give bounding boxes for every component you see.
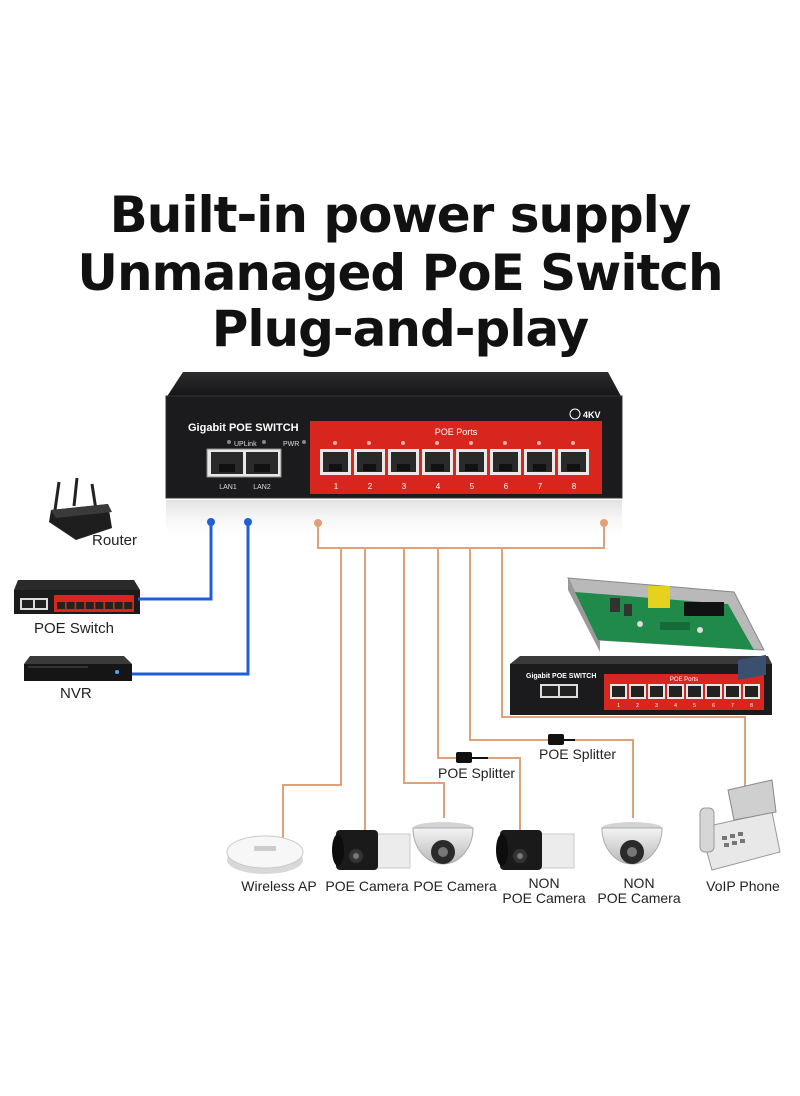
pcb-port-number: 2 <box>636 703 639 709</box>
poe-port-5: 5 <box>456 441 487 491</box>
mini-poe-port <box>76 602 85 609</box>
nvr-icon <box>24 656 132 681</box>
pcb-poe-port: 2 <box>629 684 646 709</box>
mini-poe-port <box>66 602 75 609</box>
poe-port-6: 6 <box>490 441 521 491</box>
pcb-poe-port: 8 <box>743 684 760 709</box>
device-label-poe-camera-2: POE Camera <box>413 878 497 894</box>
lan2-label: LAN2 <box>253 484 271 491</box>
mini-poe-port <box>124 602 133 609</box>
pcb-brand-text: Gigabit POE SWITCH <box>526 673 596 680</box>
switch-brand-text: Gigabit POE SWITCH <box>188 422 299 434</box>
lan1-label: LAN1 <box>219 484 237 491</box>
pcb-poe-port: 7 <box>724 684 741 709</box>
poe-port-number: 6 <box>504 482 509 491</box>
uplink-cables <box>132 520 250 676</box>
pcb-poe-label: POE Ports <box>670 677 698 683</box>
router-label: Router <box>92 532 138 549</box>
lan-port-1 <box>211 452 243 474</box>
access-point-icon <box>226 835 304 874</box>
pcb-poe-port: 5 <box>686 684 703 709</box>
mini-poe-port <box>95 602 104 609</box>
poe-switch-label: POE Switch <box>34 620 115 637</box>
pcb-port-number: 8 <box>750 703 753 709</box>
poe-port-number: 4 <box>436 482 441 491</box>
poe-port-number: 7 <box>538 482 543 491</box>
device-label-wireless-ap: Wireless AP <box>241 878 317 894</box>
poe-port-2: 2 <box>354 441 385 491</box>
poe-port-number: 5 <box>470 482 475 491</box>
pcb-poe-port: 3 <box>648 684 665 709</box>
pcb-port-number: 6 <box>712 703 715 709</box>
poe-port-8: 8 <box>558 441 589 491</box>
headline-line-1: Built-in power supply <box>109 186 692 244</box>
poe-port-3: 3 <box>388 441 419 491</box>
dome-camera-icon <box>601 822 663 865</box>
pcb-poe-port: 1 <box>610 684 627 709</box>
pcb-poe-port: 6 <box>705 684 722 709</box>
surge-rating: 4KV <box>583 410 601 420</box>
mini-poe-port <box>57 602 65 609</box>
poe-ports-label: POE Ports <box>435 427 478 437</box>
mini-poe-port <box>105 602 113 609</box>
pcb-port-number: 3 <box>655 703 658 709</box>
pcb-poe-port: 4 <box>667 684 684 709</box>
poe-port-1: 1 <box>320 441 351 491</box>
splitter-icon <box>548 734 575 745</box>
headline-line-2: Unmanaged PoE Switch <box>77 244 723 302</box>
main-poe-switch: Gigabit POE SWITCH UPLink PWR LAN1 LAN2 … <box>165 372 623 542</box>
router-icon <box>49 477 112 540</box>
poe-port-number: 3 <box>402 482 407 491</box>
voip-phone-icon <box>699 654 781 871</box>
splitter-label-right: POE Splitter <box>539 746 617 762</box>
splitter-label-left: POE Splitter <box>438 765 516 781</box>
device-label-poe-camera-1: POE Camera <box>325 878 409 894</box>
poe-switch-icon <box>14 580 140 614</box>
lan-port-2 <box>246 452 278 474</box>
dome-camera-icon <box>412 822 474 865</box>
poe-port-number: 1 <box>334 482 339 491</box>
lan1-connector <box>207 518 215 526</box>
pcb-icon: Gigabit POE SWITCH POE Ports 1 2 3 4 5 6 7 8 <box>510 577 772 715</box>
pcb-port-number: 1 <box>617 703 620 709</box>
nvr-label: NVR <box>60 685 92 702</box>
pcb-port-number: 5 <box>693 703 696 709</box>
poe-port-7: 7 <box>524 441 555 491</box>
uplink-label: UPLink <box>234 441 257 448</box>
poe-port-number: 2 <box>368 482 373 491</box>
device-label-voip-phone: VoIP Phone <box>706 878 780 894</box>
pcb-port-number: 7 <box>731 703 734 709</box>
lan2-connector <box>244 518 252 526</box>
mini-poe-port <box>85 602 94 609</box>
mini-poe-port <box>114 602 123 609</box>
bullet-camera-icon <box>332 830 411 870</box>
headline-line-3: Plug-and-play <box>211 300 590 358</box>
poe-cables <box>282 524 746 838</box>
pcb-port-number: 4 <box>674 703 677 709</box>
bullet-camera-icon <box>496 830 575 870</box>
pwr-label: PWR <box>283 441 299 448</box>
poe-port-number: 8 <box>572 482 577 491</box>
splitter-icon <box>456 752 488 763</box>
poe-port-4: 4 <box>422 441 453 491</box>
